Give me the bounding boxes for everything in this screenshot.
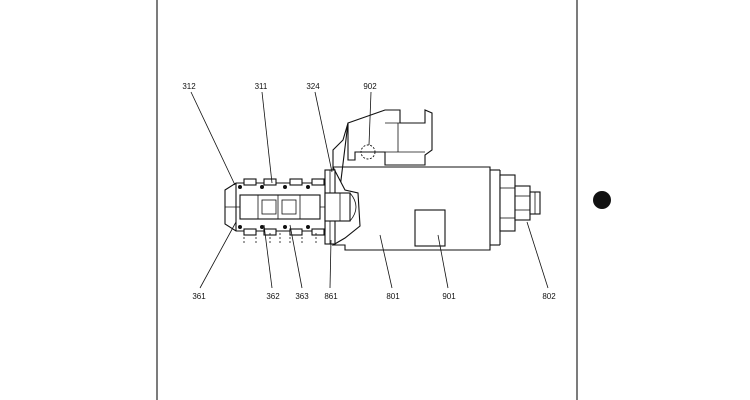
cartridge-sleeve [224, 178, 326, 236]
label-902: 902 [363, 82, 377, 91]
label-802: 802 [542, 292, 556, 301]
nameplate-901 [414, 209, 446, 247]
connector-housing [347, 109, 433, 166]
binder-hole [593, 191, 611, 209]
screw-902-hidden [360, 144, 376, 160]
label-361: 361 [192, 292, 206, 301]
port-dashes [243, 233, 317, 245]
label-801: 801 [386, 292, 400, 301]
label-311: 311 [255, 82, 268, 91]
leader-lines [190, 91, 549, 289]
label-324: 324 [306, 82, 320, 91]
plunger [324, 192, 357, 222]
label-901: 901 [442, 292, 456, 301]
label-363: 363 [295, 292, 309, 301]
label-861: 861 [324, 292, 338, 301]
end-nut-802 [499, 174, 541, 232]
label-312: 312 [182, 82, 196, 91]
label-362: 362 [266, 292, 280, 301]
